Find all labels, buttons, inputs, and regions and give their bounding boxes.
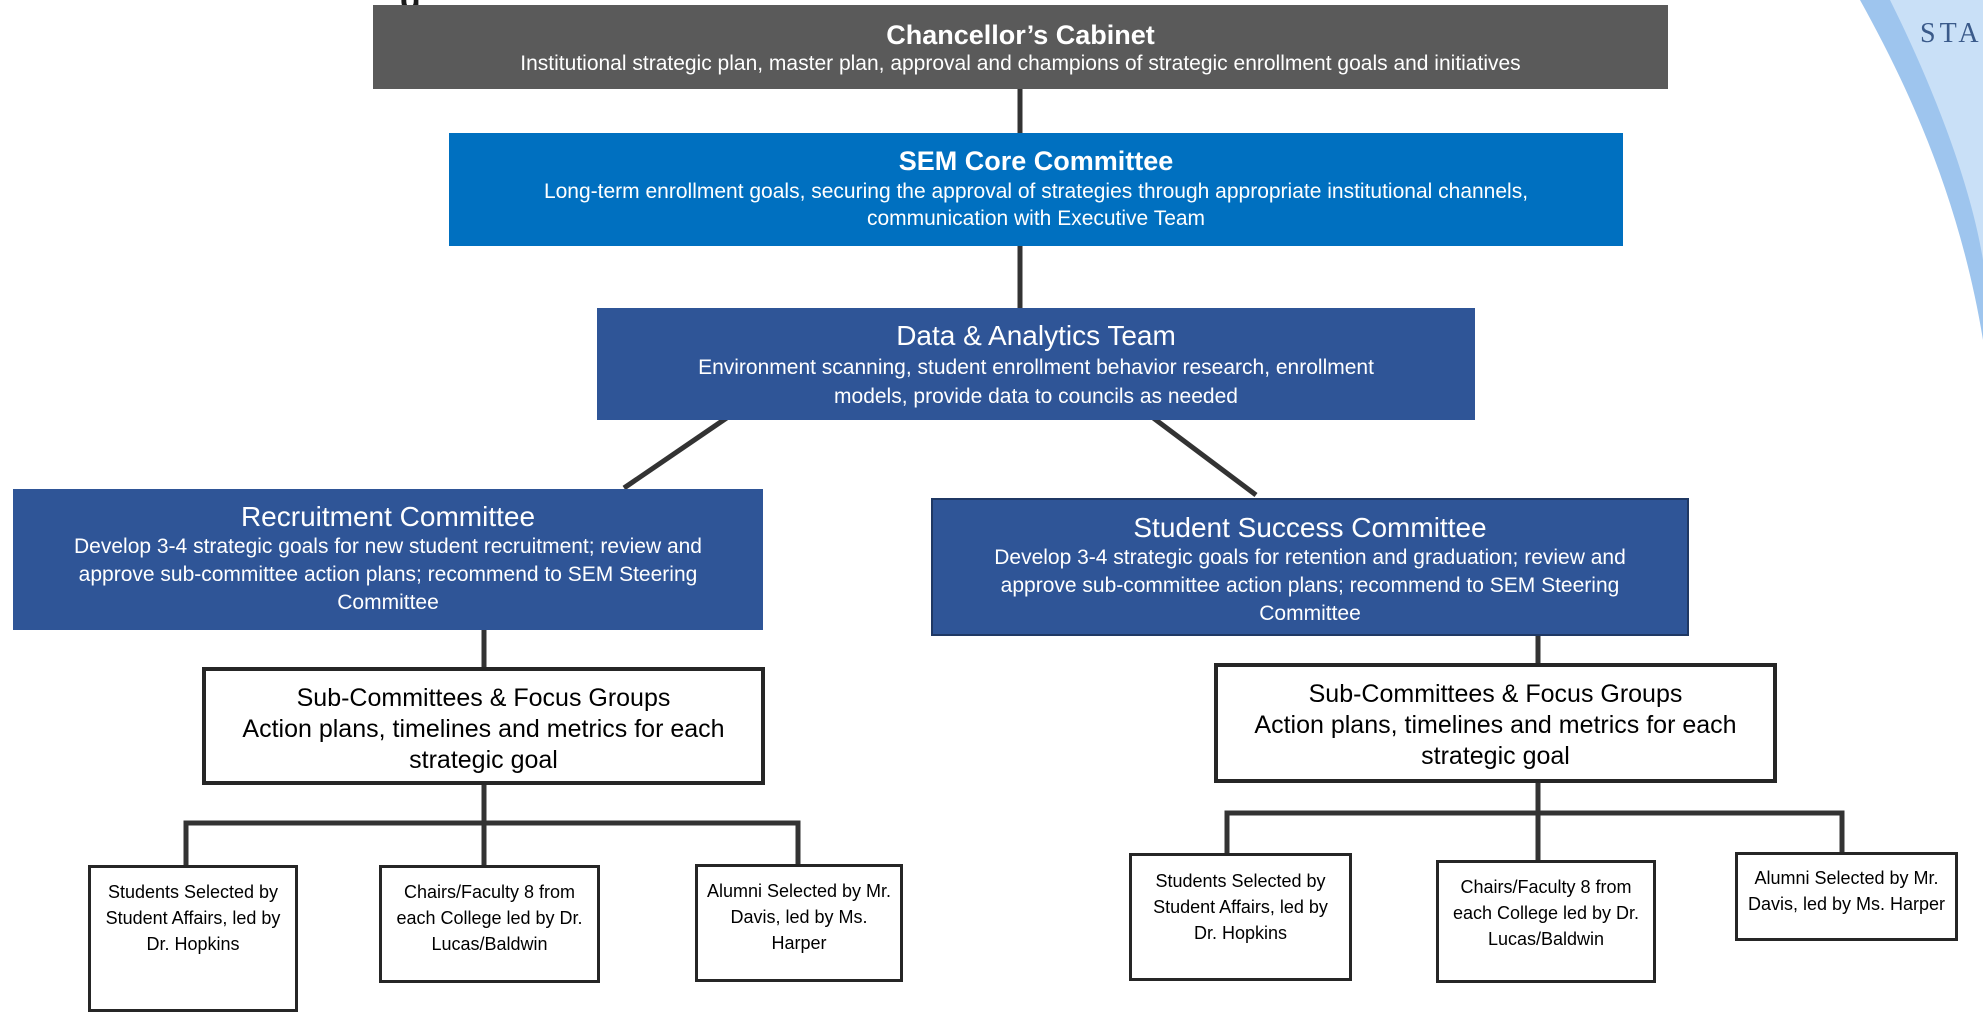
success-group-faculty-text: Chairs/Faculty 8 from each College led b… bbox=[1452, 877, 1640, 949]
data-analytics-team-desc: Environment scanning, student enrollment… bbox=[698, 356, 1374, 408]
success-group-alumni-text: Alumni Selected by Mr. Davis, led by Ms.… bbox=[1747, 868, 1946, 914]
recruitment-committee-box: Recruitment Committee Develop 3-4 strate… bbox=[13, 489, 763, 630]
recruitment-subcommittees-title: Sub-Committees & Focus Groups bbox=[296, 684, 671, 712]
success-group-students-text: Students Selected by Student Affairs, le… bbox=[1153, 871, 1328, 943]
connector-success-bus bbox=[1224, 810, 1845, 853]
student-success-committee-title: Student Success Committee bbox=[1133, 512, 1487, 543]
logo-swoosh-icon bbox=[1860, 0, 1983, 340]
connector-recruitment-bus bbox=[183, 820, 801, 866]
success-group-students: Students Selected by Student Affairs, le… bbox=[1129, 853, 1352, 981]
connector-analytics-recruitment bbox=[622, 414, 730, 491]
recruitment-group-alumni: Alumni Selected by Mr. Davis, led by Ms.… bbox=[695, 864, 903, 982]
recruitment-group-students: Students Selected by Student Affairs, le… bbox=[88, 865, 298, 1012]
success-group-alumni: Alumni Selected by Mr. Davis, led by Ms.… bbox=[1735, 852, 1958, 941]
recruitment-subcommittees-desc: Action plans, timelines and metrics for … bbox=[242, 715, 725, 774]
recruitment-group-faculty: Chairs/Faculty 8 from each College led b… bbox=[379, 865, 600, 983]
recruitment-committee-title: Recruitment Committee bbox=[240, 501, 536, 532]
logo-text: STA bbox=[1920, 18, 1983, 49]
success-subcommittees-desc: Action plans, timelines and metrics for … bbox=[1254, 711, 1737, 770]
chancellors-cabinet-desc: Institutional strategic plan, master pla… bbox=[520, 52, 1521, 75]
success-group-faculty: Chairs/Faculty 8 from each College led b… bbox=[1436, 860, 1656, 983]
data-analytics-team-title: Data & Analytics Team bbox=[896, 320, 1176, 351]
recruitment-group-students-text: Students Selected by Student Affairs, le… bbox=[105, 882, 281, 954]
recruitment-group-faculty-text: Chairs/Faculty 8 from each College led b… bbox=[396, 882, 583, 954]
recruitment-committee-desc: Develop 3-4 strategic goals for new stud… bbox=[74, 535, 702, 614]
sem-core-committee-box: SEM Core Committee Long-term enrollment … bbox=[449, 133, 1623, 246]
chancellors-cabinet-title: Chancellor’s Cabinet bbox=[886, 20, 1155, 50]
connector-analytics-success bbox=[1150, 415, 1258, 497]
chancellors-cabinet-box: Chancellor’s Cabinet Institutional strat… bbox=[373, 5, 1668, 89]
success-subcommittees-box: Sub-Committees & Focus Groups Action pla… bbox=[1214, 663, 1777, 783]
student-success-committee-desc: Develop 3-4 strategic goals for retentio… bbox=[994, 546, 1626, 625]
sem-core-committee-desc: Long-term enrollment goals, securing the… bbox=[543, 180, 1529, 230]
student-success-committee-box: Student Success Committee Develop 3-4 st… bbox=[931, 498, 1689, 636]
recruitment-subcommittees-box: Sub-Committees & Focus Groups Action pla… bbox=[202, 667, 765, 785]
success-subcommittees-title: Sub-Committees & Focus Groups bbox=[1308, 680, 1683, 708]
data-analytics-team-box: Data & Analytics Team Environment scanni… bbox=[597, 308, 1475, 420]
sem-core-committee-title: SEM Core Committee bbox=[898, 146, 1174, 176]
recruitment-group-alumni-text: Alumni Selected by Mr. Davis, led by Ms.… bbox=[706, 881, 892, 953]
